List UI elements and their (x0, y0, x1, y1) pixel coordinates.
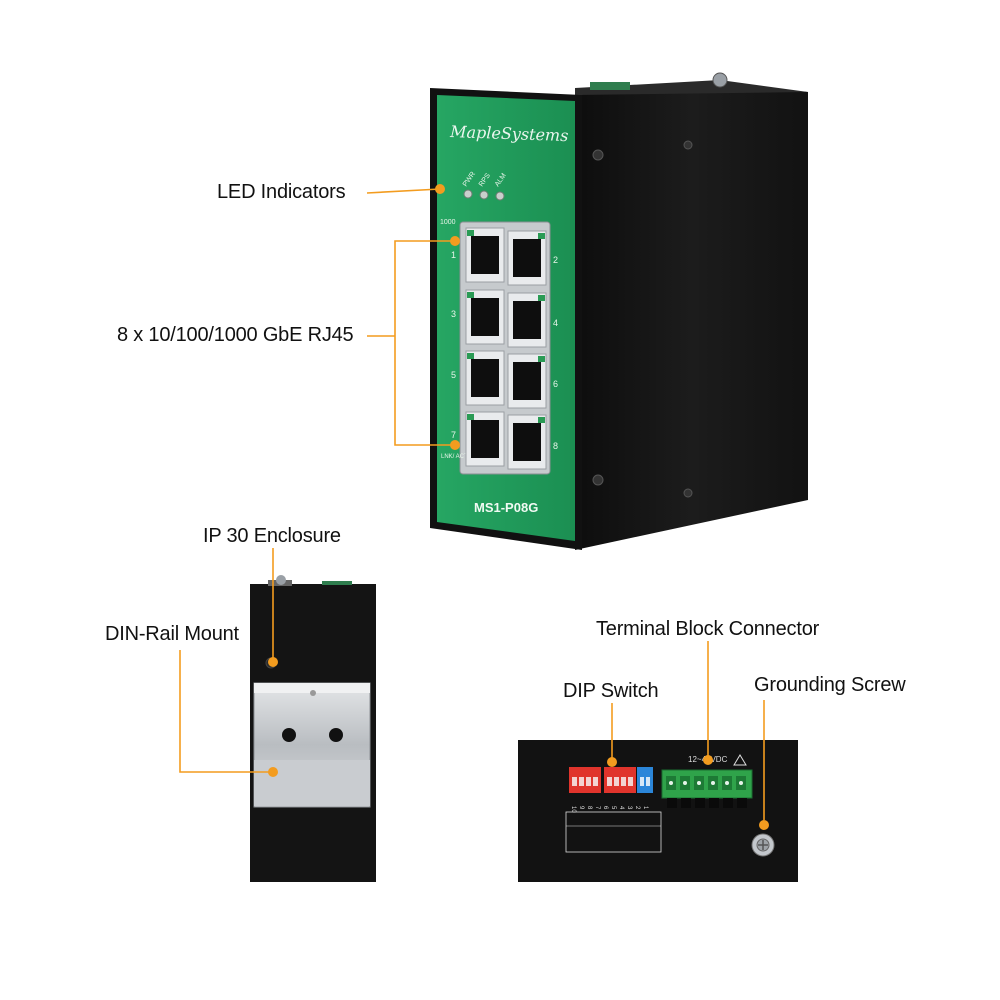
port-number-7: 7 (451, 430, 456, 440)
side-view (250, 575, 376, 882)
dip-switch-block (569, 767, 653, 793)
dip-number-8: 8 (586, 806, 592, 810)
dip-number-2: 2 (634, 806, 640, 810)
dip-number-10: 10 (570, 806, 576, 813)
rj45-port-4 (507, 292, 547, 348)
rj45-port-5 (465, 350, 505, 406)
rj45-port-2 (507, 230, 547, 286)
port-number-5: 5 (451, 370, 456, 380)
callout-dot-rj45-top (450, 236, 460, 246)
grounding-screw (751, 833, 775, 857)
callout-ip30-enclosure: IP 30 Enclosure (203, 525, 341, 547)
terminal-block-connector (661, 769, 753, 808)
callout-dot-ground (759, 820, 769, 830)
rj45-port-6 (507, 353, 547, 409)
callout-led-indicators: LED Indicators (217, 181, 346, 203)
warning-icon (733, 754, 747, 766)
port-number-1: 1 (451, 250, 456, 260)
callout-dot-din (268, 767, 278, 777)
rj45-port-array (465, 227, 547, 470)
callout-dot-enclosure (268, 657, 278, 667)
callout-dip-switch: DIP Switch (563, 680, 659, 702)
led-rps (479, 190, 489, 200)
switch-housing (575, 72, 808, 550)
dip-number-1: 1 (642, 806, 648, 810)
port-number-4: 4 (553, 318, 558, 328)
rj45-port-3 (465, 289, 505, 345)
rj45-port-8 (507, 414, 547, 470)
front-panel: MapleSystems PWR RPS ALM 1000 1 2 3 4 5 … (437, 95, 575, 541)
speed-label: 1000 (440, 219, 456, 226)
callout-dot-rj45-bottom (450, 440, 460, 450)
led-pwr (463, 189, 473, 199)
callout-dot-led (435, 184, 445, 194)
callout-dots (268, 184, 769, 830)
lnk-act-label: LNK/ ACT (441, 454, 468, 460)
dip-number-6: 6 (602, 806, 608, 810)
dip-number-7: 7 (594, 806, 600, 810)
callout-dot-dip (607, 757, 617, 767)
callout-din-rail-mount: DIN-Rail Mount (105, 623, 239, 645)
brand-logo: MapleSystems (449, 122, 569, 145)
din-rail-clip (253, 682, 371, 808)
dip-number-3: 3 (626, 806, 632, 810)
port-number-3: 3 (451, 309, 456, 319)
port-number-2: 2 (553, 255, 558, 265)
dip-number-9: 9 (578, 806, 584, 810)
port-number-8: 8 (553, 441, 558, 451)
callout-lines (179, 188, 765, 820)
port-number-6: 6 (553, 379, 558, 389)
callout-grounding-screw: Grounding Screw (754, 674, 906, 696)
rj45-port-1 (465, 227, 505, 283)
rj45-port-7 (465, 411, 505, 467)
model-label: MS1-P08G (474, 500, 538, 515)
callout-terminal-block: Terminal Block Connector (596, 618, 820, 640)
dip-number-5: 5 (610, 806, 616, 810)
led-alm (495, 191, 505, 201)
callout-dot-terminal (703, 755, 713, 765)
dip-number-4: 4 (618, 806, 624, 810)
callout-rj45-ports: 8 x 10/100/1000 GbE RJ45 (117, 324, 354, 346)
